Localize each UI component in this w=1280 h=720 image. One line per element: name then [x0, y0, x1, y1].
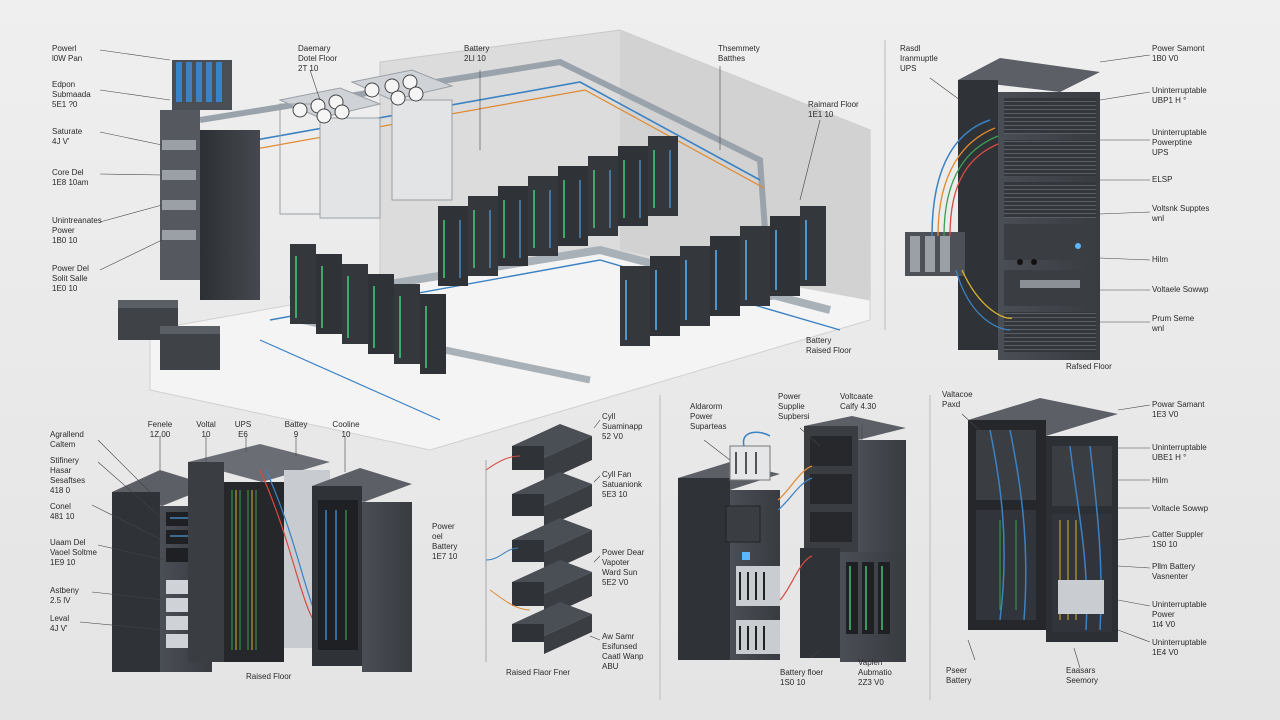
cooling-fan-unit: [350, 69, 454, 201]
rack-label-uninterruptable-power: Uninterruptable Power 1t4 V0: [1152, 600, 1207, 629]
cab-label-ups: UPS E6: [234, 420, 252, 439]
cab-label-uaam: Uaam Del Vaoel Soltme 1E9 10: [50, 538, 97, 567]
stack-label-cyll: Cyll Suaminapp 52 V0: [602, 412, 643, 441]
ups-label-prum: Prum Seme wnl: [1152, 314, 1195, 333]
ups-label-voltaele: Voltaele Sowwp: [1152, 285, 1209, 294]
battery-box: [160, 326, 220, 370]
ups-label-bottom: Rafsed Floor: [1066, 362, 1112, 371]
rack-label-eaasars: Eaasars Seemory: [1066, 666, 1099, 685]
floor-label-saturate: Saturate 4J V': [52, 127, 83, 146]
cab-label-agrallend: Agrallend Caltem: [50, 430, 84, 449]
ups-label-elsp: ELSP: [1152, 175, 1173, 184]
cab-label-cooline: Cooline 10: [332, 420, 360, 439]
ups-label-power-samont: Power Samont 1B0 V0: [1152, 44, 1205, 63]
battery-cabinet: [800, 548, 906, 662]
cabinet-right: [312, 468, 412, 672]
cab-label-leval: Leval 4J V': [50, 614, 70, 633]
cab-label-voltal: Voltal 10: [196, 420, 216, 439]
floor-label-edpon: Edpon Submaada 5E1 ?0: [52, 80, 91, 109]
rack-label-pllm: Pllm Battery Vasnenter: [1152, 562, 1196, 581]
cab-label-conel: Conel 481 10: [50, 502, 75, 521]
ups-cabinet: [678, 462, 780, 660]
dist-label-aldarorm: Aldarorm Power Suparteas: [690, 402, 727, 431]
room-floor-panel: [99, 29, 871, 451]
floor-label-core: Core Del 1E8 10am: [52, 168, 89, 187]
power-unit: [512, 424, 592, 482]
floor-label-power: Powerl l0W Pan: [52, 44, 83, 63]
floor-label-raimard: Raimard Floor 1E1 10: [808, 100, 859, 119]
floor-label-daemary: Daemary Dotel Floor 2T 10: [298, 44, 338, 73]
rack-label-voltacle: Voltacle Sowwp: [1152, 504, 1209, 513]
ups-label-voltsnk: Voltsnk Supptes wnl: [1152, 204, 1210, 223]
cab-label-astbeny: Astbeny 2.5 lV: [50, 586, 79, 605]
cabinets-panel: [79, 436, 412, 672]
cab-label-bottom: Raised Floor: [246, 672, 292, 681]
ups-label-uninterruptable-ups: Uninterruptable Powerptine UPS: [1152, 128, 1207, 157]
stack-label-power-dear: Power Dear Vapoter Ward Sun 5E2 V0: [602, 548, 645, 587]
rack-label-valtacoe: Valtacoe Paxd: [942, 390, 973, 409]
cab-label-stifinery: Stifinery Hasar Sesaftses 418 0: [50, 456, 86, 495]
power-unit: [512, 560, 592, 618]
power-unit: [512, 472, 592, 528]
rack-label-hilm: Hilm: [1152, 476, 1168, 485]
dist-label-power-supplie: Power Supplie Supbersi: [778, 392, 810, 421]
cab-label-fenele: Fenele 1Z.00: [147, 420, 173, 439]
power-supply-cabinet: [804, 416, 906, 554]
distribution-panel: [678, 416, 906, 662]
server-rack-row-back: [438, 136, 678, 286]
dist-label-vaplen: Vaplen Aubmatio 2Z3 V0: [858, 658, 892, 687]
stack-label-power-oel: Power oel Battery 1E7 10: [432, 522, 458, 561]
ups-label-hilm: Hilm: [1152, 255, 1168, 264]
floor-label-power-del: Power Del Solit Salle 1E0 10: [52, 264, 89, 293]
rack-label-ube1: Uninterruptable UBE1 H °: [1152, 443, 1207, 462]
floor-label-bottom: Battery Raised Floor: [806, 336, 852, 355]
dist-label-battery-floer: Battery floer 1S0 10: [780, 668, 824, 687]
cooling-fan-unit: [278, 87, 382, 219]
floor-label-thsemmety: Thsemmety Batthes: [718, 44, 760, 63]
dist-label-voltcaate: Voltcaate Calfy 4.30: [840, 392, 877, 411]
floor-label-ups: Unintreanates Power 1B0 10: [52, 216, 102, 245]
ups-label-rasdl: Rasdl Iranmuptle UPS: [900, 44, 938, 73]
rack-label-catter: Catter Suppler 1S0 10: [1152, 530, 1204, 549]
floor-label-battery: Battery 2Ll 10: [464, 44, 490, 63]
rack-label-powar-samant: Powar Samant 1E3 V0: [1152, 400, 1205, 419]
server-rack-row-front-left: [290, 244, 446, 374]
breaker-module: [729, 431, 771, 481]
ups-label-uninterruptable-ubp: Uninterruptable UBP1 H °: [1152, 86, 1207, 105]
stack-label-aw-samr: Aw Samr Esifunsed Caatl Wanp ABU: [602, 632, 644, 671]
stack-label-cyll-fan: Cyll Fan Satuanionk 5E3 10: [602, 470, 643, 499]
rack-label-pseer: Pseer Battery: [946, 666, 972, 685]
cab-label-battey: Battey 9: [284, 420, 308, 439]
server-rack-row-front-right: [620, 206, 826, 346]
power-distribution-tower: [160, 60, 260, 300]
ups-rack-panel: [905, 54, 1151, 360]
stack-label-bottom: Raised Flaor Fner: [506, 668, 571, 677]
rack-label-uninterruptable-1e4: Uninterruptable 1E4 V0: [1152, 638, 1207, 657]
stacked-units-panel: [485, 419, 601, 662]
open-rack-panel: [961, 398, 1151, 669]
power-unit: [512, 602, 592, 654]
